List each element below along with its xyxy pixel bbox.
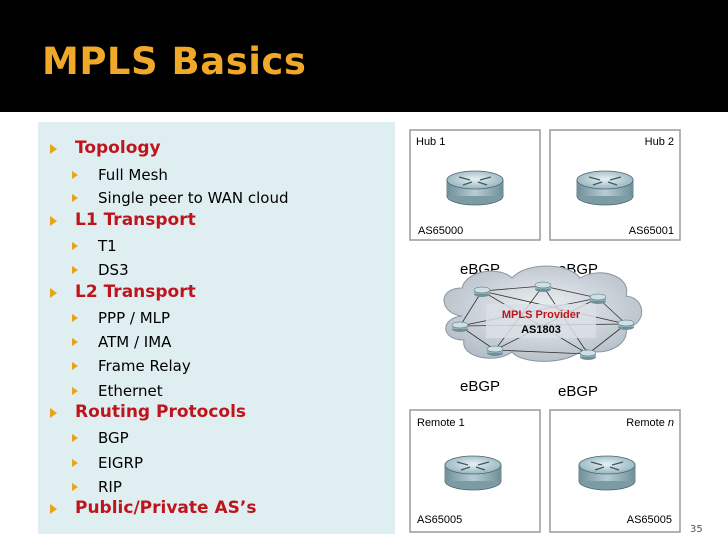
bullet-triangle-icon bbox=[72, 362, 78, 370]
hub-2-as: AS65001 bbox=[629, 225, 674, 237]
page-number: 35 bbox=[690, 524, 703, 535]
slide-title: MPLS Basics bbox=[42, 40, 307, 83]
sub-bullet-text: Single peer to WAN cloud bbox=[98, 189, 289, 207]
sub-bullet-text: Frame Relay bbox=[98, 357, 191, 375]
remote-n-box: Remote n AS65005 bbox=[549, 409, 681, 533]
sub-bullet-text: Full Mesh bbox=[98, 166, 168, 184]
bullet-triangle-icon bbox=[50, 216, 57, 226]
hub-1-as: AS65000 bbox=[418, 225, 463, 237]
bullet-panel: Topology Full Mesh Single peer to WAN cl… bbox=[38, 122, 395, 534]
sub-bullet-text: PPP / MLP bbox=[98, 309, 171, 327]
router-icon bbox=[578, 455, 636, 491]
sub-bullet-text: RIP bbox=[98, 478, 122, 496]
remote-1-box: Remote 1 AS65005 bbox=[409, 409, 541, 533]
bullet-triangle-icon bbox=[50, 504, 57, 514]
router-icon bbox=[446, 170, 504, 206]
cloud-icon: MPLS Provider AS1803 bbox=[443, 265, 643, 362]
hub-1-label: Hub 1 bbox=[416, 136, 445, 148]
ebgp-bottom-right: eBGP bbox=[558, 383, 598, 400]
router-icon bbox=[576, 170, 634, 206]
bullet-triangle-icon bbox=[50, 144, 57, 154]
bullet-triangle-icon bbox=[72, 459, 78, 467]
remote-1-as: AS65005 bbox=[417, 514, 462, 526]
bullet-triangle-icon bbox=[50, 408, 57, 418]
bullet-triangle-icon bbox=[72, 483, 78, 491]
bullet-text: L2 Transport bbox=[75, 282, 196, 302]
hub-1-box: Hub 1 AS65000 bbox=[409, 129, 541, 241]
bullet-triangle-icon bbox=[72, 171, 78, 179]
remote-1-label: Remote 1 bbox=[417, 417, 465, 429]
remote-n-as: AS65005 bbox=[627, 514, 672, 526]
bullet-text: Routing Protocols bbox=[75, 402, 247, 422]
bullet-text: Public/Private AS’s bbox=[75, 498, 257, 518]
bullet-triangle-icon bbox=[72, 194, 78, 202]
bullet-triangle-icon bbox=[72, 338, 78, 346]
bullet-triangle-icon bbox=[72, 434, 78, 442]
hub-2-label: Hub 2 bbox=[645, 136, 674, 148]
slide-header: MPLS Basics bbox=[0, 0, 728, 112]
sub-bullet-text: DS3 bbox=[98, 261, 129, 279]
hub-2-box: Hub 2 AS65001 bbox=[549, 129, 681, 241]
bullet-triangle-icon bbox=[72, 387, 78, 395]
remote-n-label: Remote n bbox=[626, 417, 674, 429]
sub-bullet-text: BGP bbox=[98, 429, 129, 447]
sub-bullet-text: T1 bbox=[98, 237, 117, 255]
bullet-triangle-icon bbox=[50, 288, 57, 298]
ebgp-bottom-left: eBGP bbox=[460, 378, 500, 395]
sub-bullet-text: EIGRP bbox=[98, 454, 143, 472]
bullet-triangle-icon bbox=[72, 242, 78, 250]
bullet-text: Topology bbox=[75, 138, 161, 158]
provider-name: MPLS Provider bbox=[502, 309, 581, 321]
bullet-text: L1 Transport bbox=[75, 210, 196, 230]
sub-bullet-text: Ethernet bbox=[98, 382, 163, 400]
sub-bullet-text: ATM / IMA bbox=[98, 333, 172, 351]
router-icon bbox=[444, 455, 502, 491]
provider-as: AS1803 bbox=[521, 324, 561, 336]
bullet-triangle-icon bbox=[72, 266, 78, 274]
mpls-network-diagram: Hub 1 AS65000 Hub 2 AS65001 eBGP eBGP bbox=[409, 129, 681, 533]
bullet-triangle-icon bbox=[72, 314, 78, 322]
